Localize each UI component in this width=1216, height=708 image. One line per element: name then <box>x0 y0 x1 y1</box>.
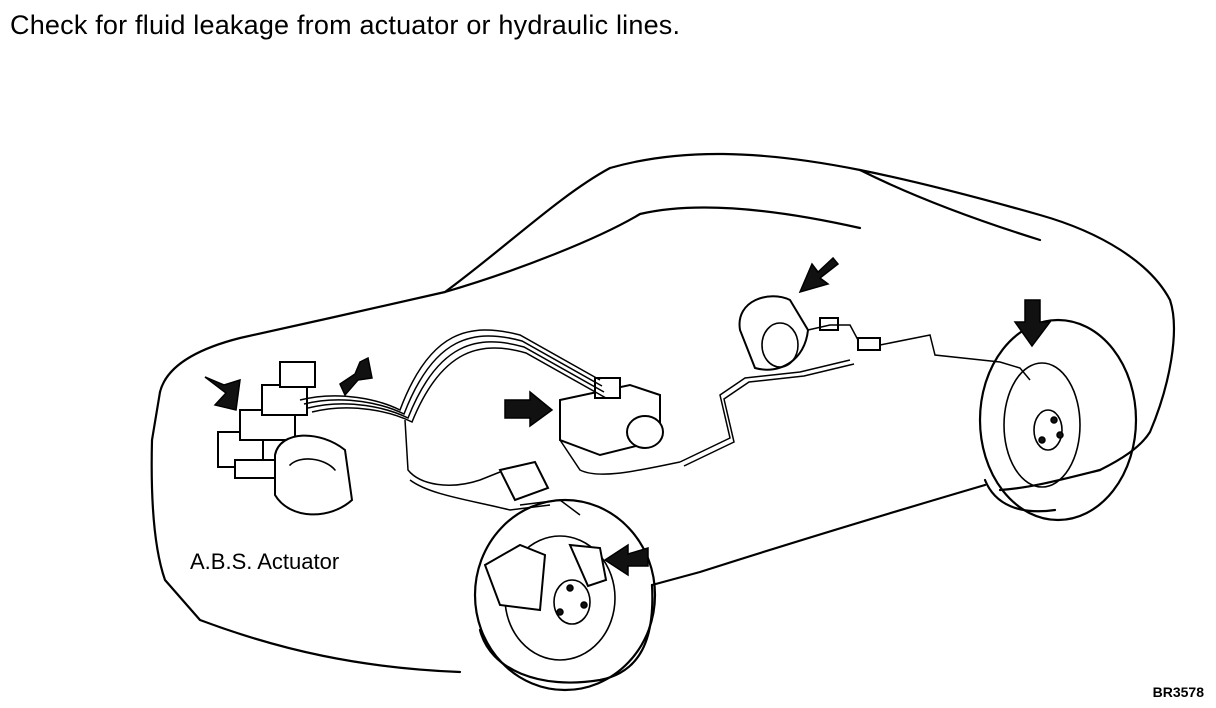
arrow-front-wheel <box>603 543 649 577</box>
arrow-abs-top <box>339 356 373 397</box>
arrow-rear-brake-unit <box>798 256 840 294</box>
arrow-abs-left <box>204 376 241 411</box>
rear-wheel-assembly <box>978 318 1138 522</box>
figure-code: BR3578 <box>1152 684 1204 700</box>
car-body-outline <box>150 152 1176 674</box>
abs-actuator-label: A.B.S. Actuator <box>190 549 340 574</box>
arrow-master-cylinder <box>504 390 554 428</box>
abs-actuator-unit <box>217 361 354 516</box>
instruction-text: Check for fluid leakage from actuator or… <box>10 10 681 40</box>
arrow-rear-wheel <box>1013 299 1052 348</box>
front-wheel-assembly <box>473 498 657 692</box>
master-cylinder-unit <box>498 377 664 502</box>
rear-brake-unit <box>738 295 881 371</box>
hydraulic-lines <box>299 324 1031 516</box>
